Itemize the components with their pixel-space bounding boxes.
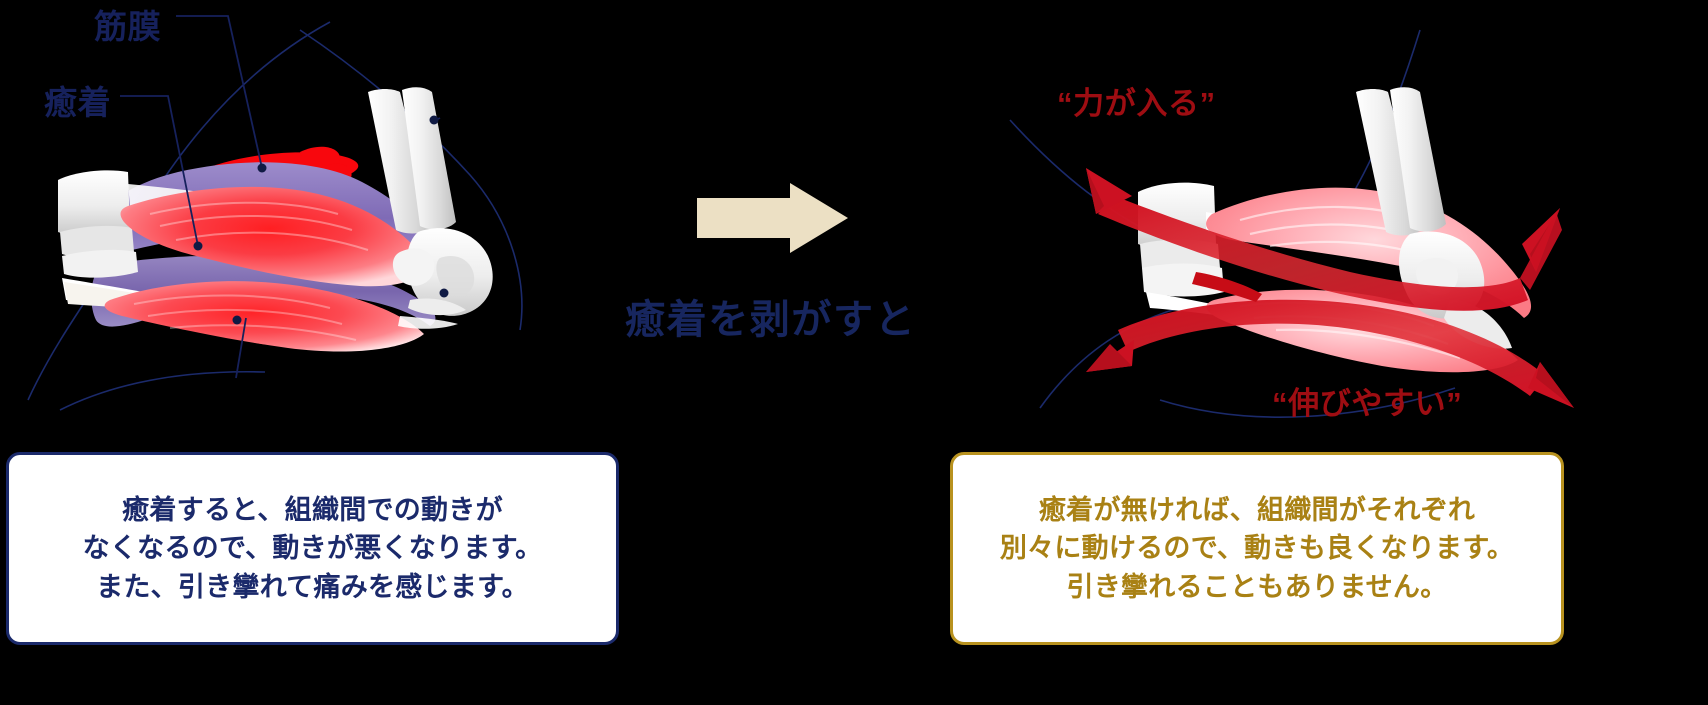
caption-line: 別々に動けるので、動きも良くなります。 — [999, 533, 1515, 564]
leader-dot — [193, 115, 449, 325]
caption-line: 癒着すると、組織間での動きが — [122, 495, 503, 525]
right-anatomy — [1086, 87, 1574, 408]
muscle-lower-right — [1206, 289, 1518, 373]
bone-forearm-right — [1356, 87, 1512, 349]
label-power-enters: “力が入る” — [1057, 86, 1216, 121]
muscle-upper-right — [1206, 187, 1532, 318]
caption-line: 引き攣れることもありません。 — [1066, 571, 1448, 602]
caption-line: 癒着が無ければ、組織間がそれぞれ — [1038, 495, 1476, 525]
caption-box-released: 癒着が無ければ、組織間がそれぞれ 別々に動けるので、動きも良くなります。 引き攣… — [950, 452, 1564, 645]
label-easy-to-stretch: “伸びやすい” — [1272, 386, 1463, 421]
transition-arrow — [697, 183, 848, 253]
adhesion-patch — [164, 146, 359, 345]
muscle-lower-left — [104, 281, 424, 352]
left-anatomy — [58, 87, 493, 352]
muscle-upper-left — [120, 186, 432, 287]
arrow-upper-right — [1086, 168, 1562, 311]
fascia-top — [70, 162, 442, 274]
label-adhesion: 癒着 — [44, 84, 112, 121]
caption-line: また、引き攣れて痛みを感じます。 — [96, 571, 529, 602]
caption-box-adhered: 癒着すると、組織間での動きが なくなるので、動きが悪くなります。 また、引き攣れ… — [6, 452, 619, 645]
caption-line: なくなるので、動きが悪くなります。 — [82, 533, 543, 564]
tendon-lower-left — [62, 278, 252, 314]
bone-humerus-right — [1138, 182, 1224, 297]
fascia-bottom — [91, 255, 436, 327]
center-transition-label: 癒着を剥がすと — [625, 298, 917, 342]
bone-humerus-left — [58, 170, 138, 278]
bone-forearm-left — [368, 87, 493, 316]
leader-lines — [120, 15, 445, 379]
label-fascia: 筋膜 — [94, 8, 162, 45]
